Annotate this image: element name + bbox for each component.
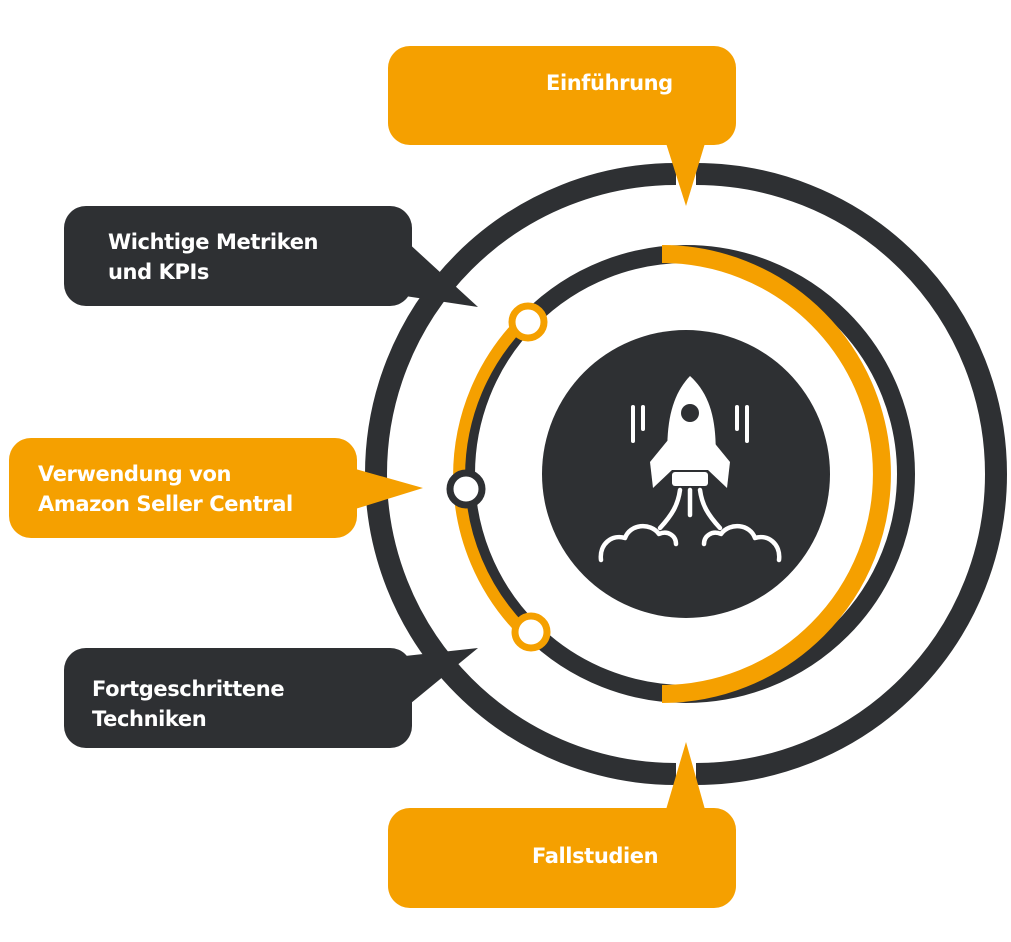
stage-label-seller-central-line1: Verwendung von	[38, 462, 232, 486]
stage-label-intro: Einführung	[546, 71, 673, 95]
callout-advanced-shape	[64, 648, 478, 748]
stage-label-case-studies: Fallstudien	[532, 844, 659, 868]
stage-label-advanced-line2: Techniken	[92, 707, 207, 731]
outer-ring-left	[365, 163, 677, 785]
callout-intro-shape	[388, 46, 736, 206]
inner-ring-progress-right	[661, 245, 891, 703]
stage-label-metrics: Wichtige Metriken und KPIs	[108, 227, 319, 287]
stage-label-seller-central-line2: Amazon Seller Central	[38, 492, 293, 516]
callout-seller-central-shape	[9, 438, 423, 538]
marker-top	[508, 302, 548, 342]
rocket-launch-icon	[631, 376, 749, 488]
stage-label-advanced: Fortgeschrittene Techniken	[92, 674, 285, 734]
callout-case-studies-shape	[388, 742, 736, 908]
marker-middle	[446, 469, 486, 509]
rocket-exhaust-icon	[598, 487, 782, 563]
stage-label-seller-central: Verwendung von Amazon Seller Central	[38, 459, 293, 519]
stage-label-advanced-line1: Fortgeschrittene	[92, 677, 285, 701]
stage-label-metrics-line1: Wichtige Metriken	[108, 230, 319, 254]
stage-label-metrics-line2: und KPIs	[108, 260, 210, 284]
marker-bottom	[511, 612, 551, 652]
outer-ring-right	[695, 163, 1007, 785]
callout-metrics-shape	[64, 206, 478, 307]
